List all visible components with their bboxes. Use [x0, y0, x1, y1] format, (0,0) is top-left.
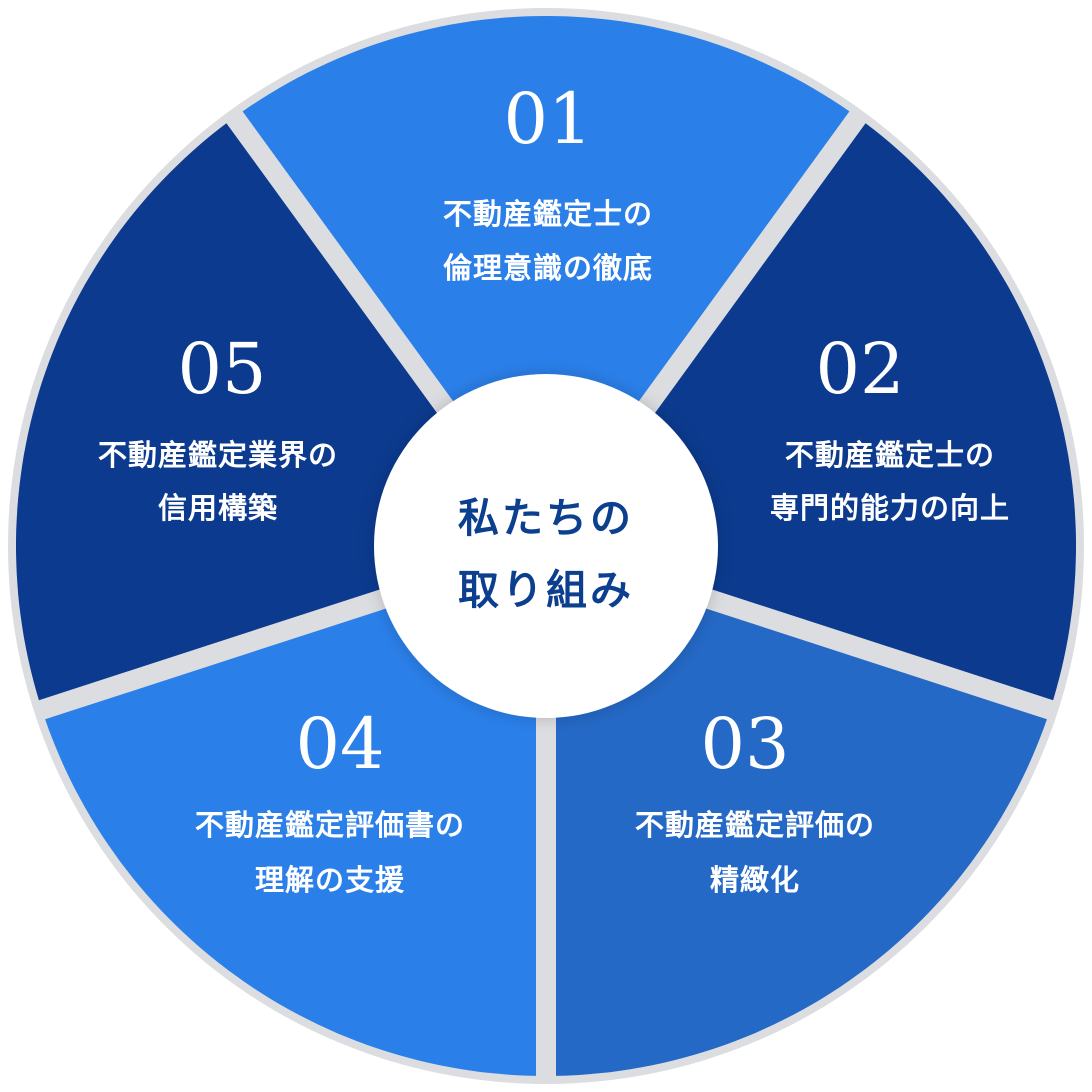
center-title-line1: 私たちの	[458, 494, 634, 542]
segment-04-number: 04	[295, 703, 384, 785]
segment-04-label-line1: 不動産鑑定評価書の	[195, 808, 465, 842]
segment-03-label-line2: 精緻化	[710, 863, 800, 897]
segment-05-label-line2: 信用構築	[158, 491, 278, 525]
segment-01-label-line1: 不動産鑑定士の	[443, 197, 653, 231]
segment-01-label-line2: 倫理意識の徹底	[443, 251, 653, 285]
center-title-line2: 取り組み	[458, 566, 634, 614]
segment-03-number: 03	[700, 703, 789, 785]
segment-01-number: 01	[503, 78, 592, 160]
segment-01-shape	[242, 16, 850, 529]
segment-02-label-line2: 専門的能力の向上	[770, 491, 1010, 525]
segment-04-label-line2: 理解の支援	[255, 863, 405, 897]
segment-02-number: 02	[815, 328, 904, 410]
segment-02-label-line1: 不動産鑑定士の	[785, 438, 995, 472]
segment-05-number: 05	[177, 328, 266, 410]
segment-03-shape	[556, 559, 1047, 1076]
center-circle	[374, 374, 718, 718]
segment-04-shape	[45, 559, 536, 1076]
segment-03-label-line1: 不動産鑑定評価の	[635, 808, 875, 842]
segment-05-label-line1: 不動産鑑定業界の	[98, 438, 338, 472]
